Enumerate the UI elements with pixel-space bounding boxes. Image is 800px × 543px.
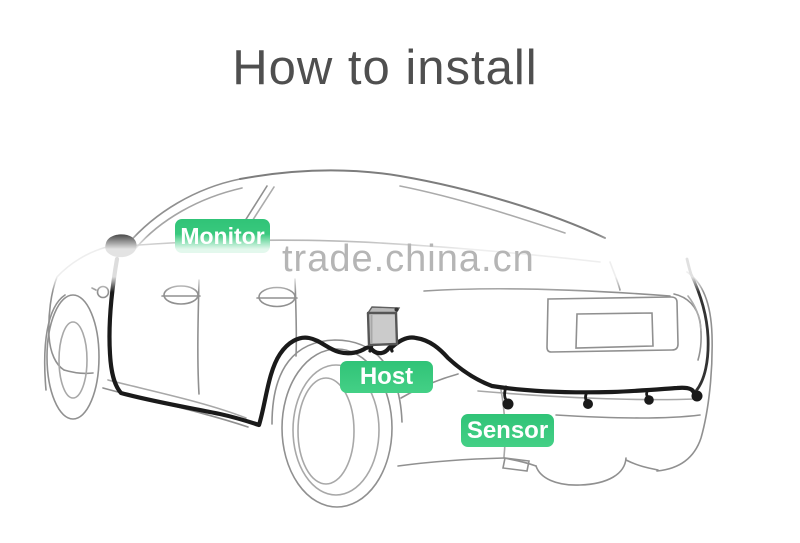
sensor-label-text: Sensor — [466, 416, 549, 444]
front-wheel — [46, 294, 100, 420]
sensor-dot — [644, 395, 654, 405]
host-label: Host — [340, 361, 433, 393]
host-unit-illustration — [366, 306, 401, 347]
sensor-dot — [691, 390, 703, 402]
page-title: How to install — [232, 41, 538, 95]
tail-light — [673, 293, 702, 361]
sensor-label: Sensor — [461, 414, 554, 447]
sensor-dot — [583, 399, 593, 409]
watermark-text: trade.china.cn — [282, 238, 535, 280]
sensor-dot — [502, 398, 514, 410]
host-label-text: Host — [359, 363, 414, 390]
license-plate — [546, 296, 679, 353]
watermark-band — [0, 234, 800, 292]
